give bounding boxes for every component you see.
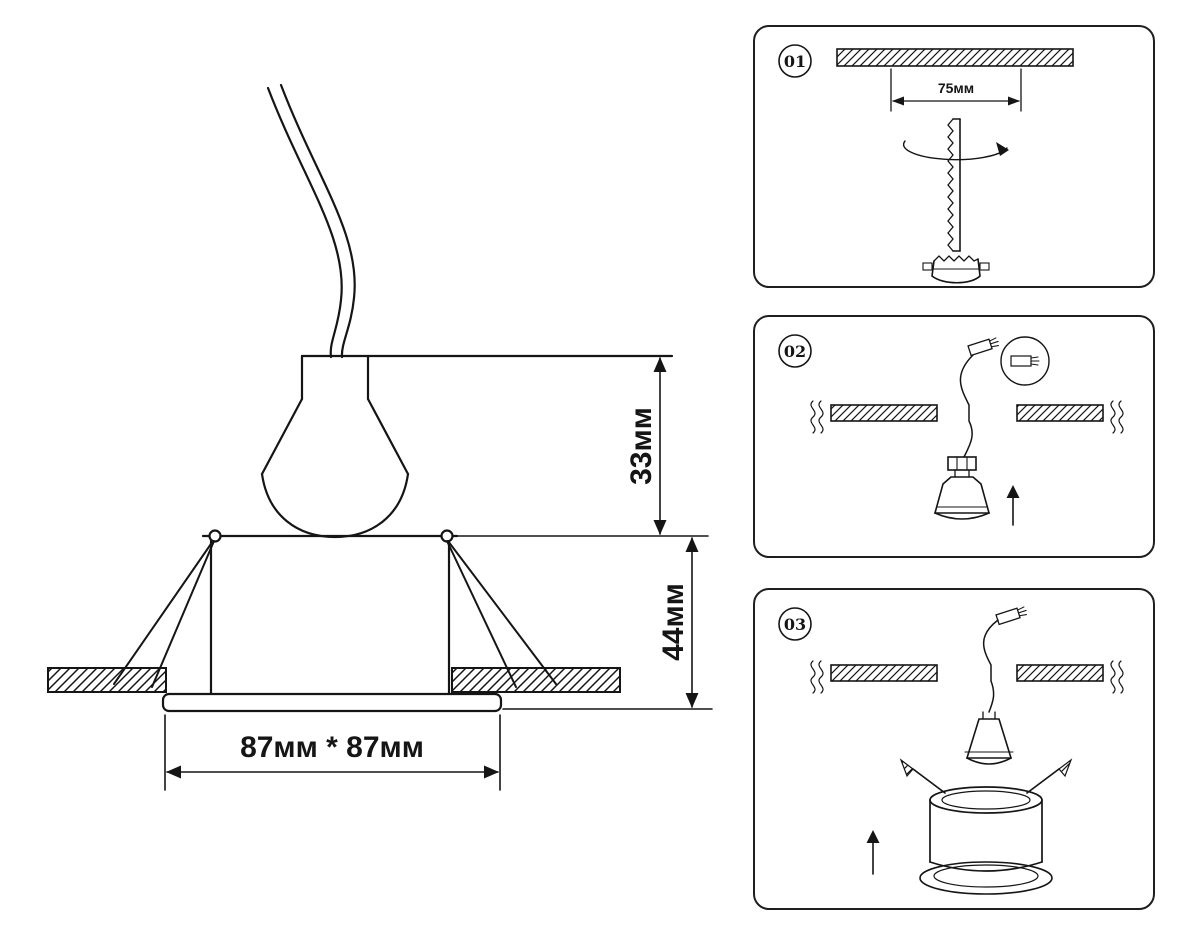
main-diagram-svg: 87мм * 87мм 33мм 44мм [47, 83, 713, 791]
step-3-trim-ring [919, 861, 1053, 895]
step-3-up-arrow [866, 830, 880, 875]
step-3-svg: 03 [778, 606, 1124, 895]
trim-ring [161, 692, 503, 713]
step-3-fixture-can [899, 758, 1073, 872]
step-panel-3: 03 [753, 588, 1155, 910]
power-cable [266, 83, 356, 359]
step-2-number: 02 [784, 342, 806, 361]
step-3-wiring [982, 606, 1027, 713]
dimension-height-top: 33мм [625, 357, 667, 535]
step-2-badge: 02 [778, 334, 812, 368]
dim-44-label: 44мм [657, 583, 690, 661]
step-panel-1: 01 75мм [753, 25, 1155, 288]
dim-width-label: 87мм * 87мм [240, 731, 424, 764]
can-walls [209, 539, 451, 695]
retaining-springs [113, 540, 557, 688]
fixture-body [260, 354, 674, 539]
dimension-height-bottom: 44мм [502, 537, 713, 710]
mounting-bar [201, 529, 709, 543]
step-1-ceiling [836, 48, 1074, 67]
step-3-number: 03 [784, 615, 806, 634]
step-2-svg: 02 [778, 334, 1124, 526]
step-2-lamp [933, 456, 991, 520]
step-1-svg: 01 75мм [778, 44, 1074, 284]
ceiling-section [47, 667, 621, 693]
step-3-ceiling [810, 660, 1124, 694]
step-1-badge: 01 [778, 44, 812, 78]
dim-33-label: 33мм [625, 407, 658, 485]
step-2-wiring [959, 336, 1050, 458]
step-2-up-arrow [1006, 485, 1020, 526]
step-1-hole-dim-label: 75мм [938, 80, 974, 96]
step-3-lamp [964, 711, 1014, 765]
connector-detail-circle [1000, 336, 1050, 386]
step-1-dimension: 75мм [890, 68, 1022, 112]
hole-saw [902, 118, 1009, 284]
dimension-width: 87мм * 87мм [164, 714, 501, 791]
step-2-ceiling [810, 400, 1124, 434]
step-3-badge: 03 [778, 607, 812, 641]
step-panel-2: 02 [753, 315, 1155, 558]
step-1-number: 01 [784, 52, 806, 71]
